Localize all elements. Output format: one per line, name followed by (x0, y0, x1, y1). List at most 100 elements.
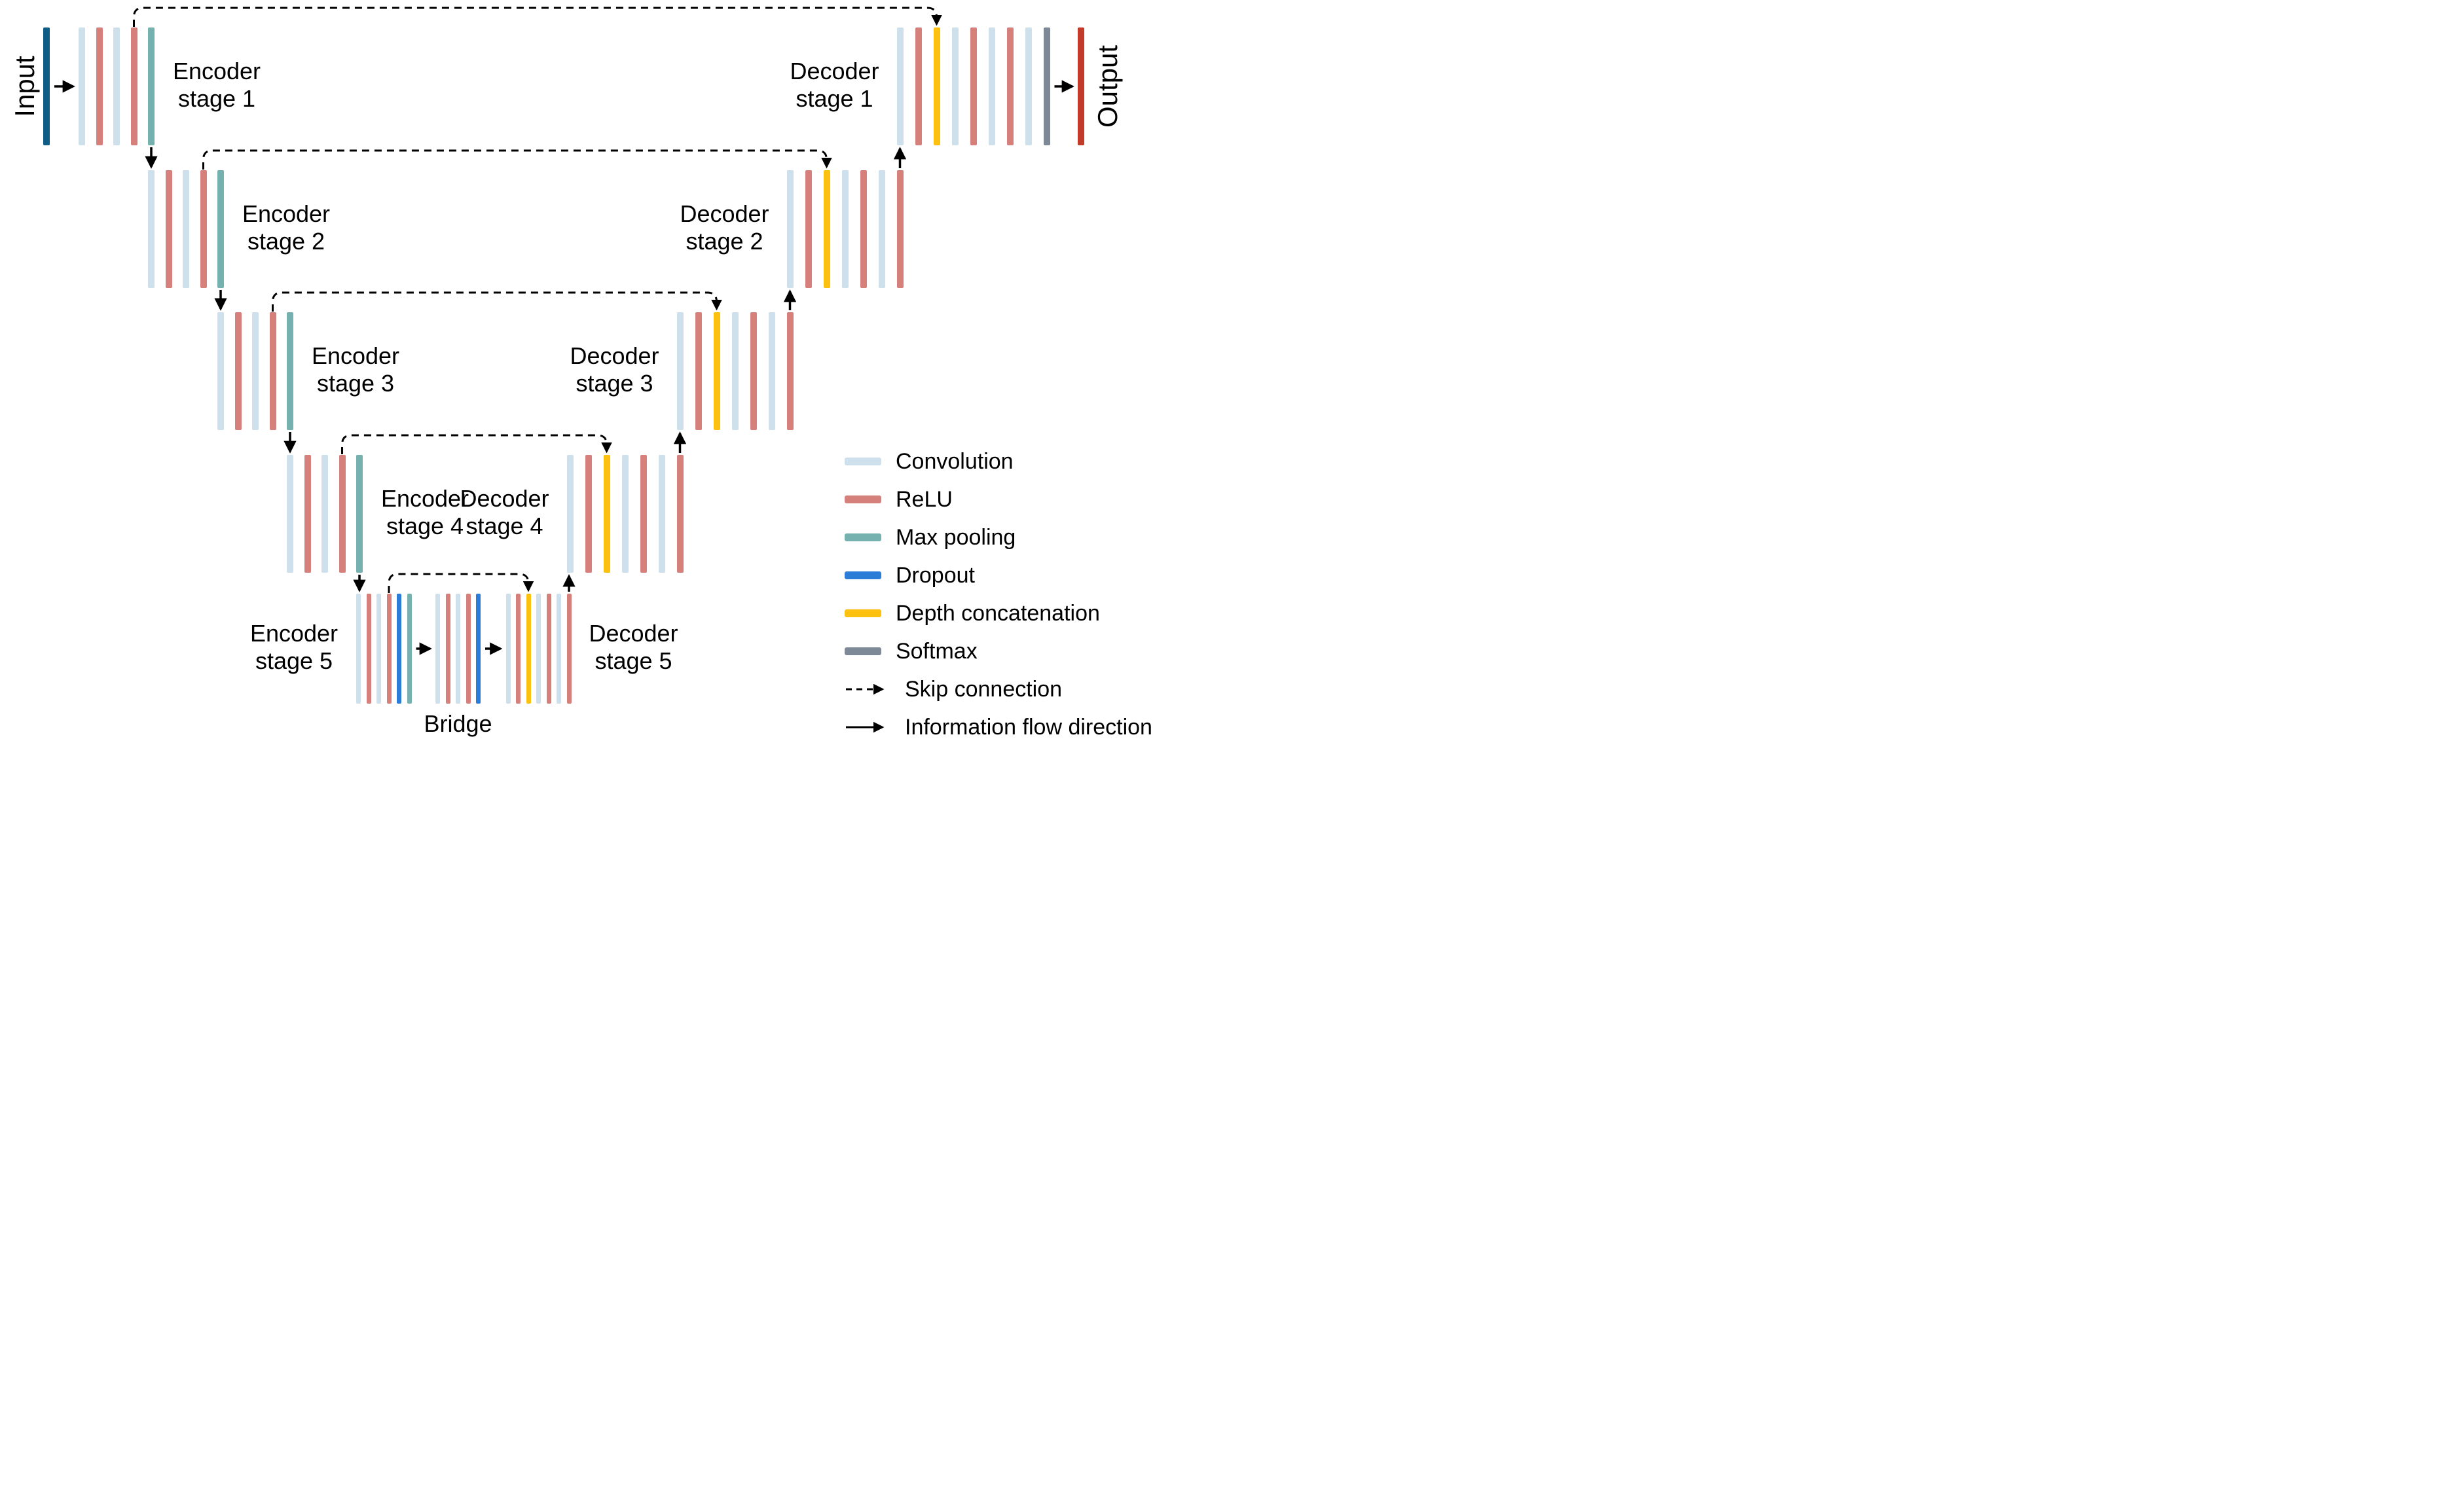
legend-item: Dropout (845, 556, 1152, 594)
layer-bar-convolution (1025, 27, 1032, 145)
encoder-stage-2-label-line: Encoder (242, 200, 331, 227)
layer-bar-convolution (878, 170, 885, 288)
legend-swatch-softmax (845, 647, 881, 655)
layer-bar-max-pooling (148, 27, 155, 145)
layer-bar-relu (1006, 27, 1014, 145)
legend-item: ReLU (845, 480, 1152, 518)
layer-bar-depth-concatenation (823, 170, 830, 288)
layer-bar-convolution (896, 27, 904, 145)
layer-bar-relu (860, 170, 867, 288)
flow-arrow-icon (846, 721, 885, 733)
layer-bar-softmax (1043, 27, 1050, 145)
layer-bar-convolution (113, 27, 120, 145)
layer-bar-convolution (676, 312, 684, 430)
layer-bar-convolution (536, 594, 541, 704)
layer-bar-convolution (658, 455, 665, 573)
encoder-stage-1-label-line: Encoder (172, 58, 261, 84)
encoder-stage-5-label-line: Encoder (249, 620, 339, 647)
legend-swatch-depth-concatenation (845, 609, 881, 617)
legend-swatch-convolution (845, 458, 881, 465)
legend-label: Depth concatenation (896, 600, 1100, 626)
legend-item: Convolution (845, 442, 1152, 480)
output-bar (1078, 27, 1084, 145)
layer-bar-relu (386, 594, 392, 704)
bridge-label: Bridge (347, 710, 570, 738)
decoder-stage-2-label-line: Decoder (680, 200, 769, 227)
layer-bar-convolution (768, 312, 775, 430)
layer-bar-convolution (505, 594, 511, 704)
legend-swatch-max-pooling (845, 533, 881, 541)
layer-bar-convolution (841, 170, 849, 288)
layer-bar-convolution (557, 594, 561, 704)
decoder-stage-4-label-line: Decoder (460, 485, 549, 512)
decoder-stage-2-label-line: stage 2 (686, 228, 763, 255)
layer-bar-max-pooling (356, 455, 363, 573)
layer-bar-relu (130, 27, 137, 145)
layer-bar-convolution (183, 170, 189, 288)
layer-bar-depth-concatenation (603, 455, 610, 573)
layer-bar-relu (445, 594, 450, 704)
layer-bar-depth-concatenation (526, 594, 531, 704)
legend-item: Depth concatenation (845, 594, 1152, 632)
encoder-stage-4-label-line: Encoder (380, 485, 469, 512)
layer-bar-max-pooling (287, 312, 293, 430)
layer-bar-relu (96, 27, 103, 145)
layer-bar-relu (466, 594, 471, 704)
layer-bar-depth-concatenation (933, 27, 940, 145)
layer-bar-convolution (287, 455, 293, 573)
output-label: Output (1092, 45, 1123, 128)
layer-bar-convolution (321, 455, 328, 573)
decoder-stage-4-label-line: stage 4 (466, 513, 543, 540)
legend-item: Softmax (845, 632, 1152, 670)
layer-bar-relu (304, 455, 311, 573)
layer-bar-relu (585, 455, 592, 573)
legend-item: Skip connection (845, 670, 1152, 708)
layer-bar-relu (805, 170, 812, 288)
input-bar (43, 27, 50, 145)
decoder-stage-3-label-line: stage 3 (576, 370, 653, 397)
decoder-stage-3-label-line: Decoder (570, 342, 659, 369)
decoder-stage-1-label-line: Decoder (790, 58, 879, 84)
layer-bar-relu (640, 455, 647, 573)
layer-bar-depth-concatenation (713, 312, 720, 430)
layer-bar-relu (516, 594, 521, 704)
layer-bar-relu (339, 455, 346, 573)
encoder-stage-2-label-line: stage 2 (247, 228, 325, 255)
layer-bar-convolution (252, 312, 259, 430)
layer-bar-relu (165, 170, 172, 288)
layer-bar-convolution (566, 455, 574, 573)
layer-bar-dropout (397, 594, 401, 704)
encoder-stage-3-label-line: stage 3 (316, 370, 395, 397)
legend-label: ReLU (896, 486, 953, 512)
legend-label: Softmax (896, 638, 978, 664)
decoder-stage-5-label-line: stage 5 (595, 647, 672, 675)
layer-bar-convolution (456, 594, 460, 704)
legend-swatch-relu (845, 495, 881, 503)
encoder-stage-4-label-line: stage 4 (386, 513, 464, 540)
layer-bar-relu (566, 594, 572, 704)
encoder-stage-1-label-line: stage 1 (177, 85, 256, 113)
input-label: Input (9, 56, 40, 117)
layer-bar-convolution (951, 27, 959, 145)
legend-label: Max pooling (896, 524, 1016, 550)
layer-bar-convolution (435, 594, 440, 704)
layer-bar-convolution (356, 594, 361, 704)
layer-bar-relu (546, 594, 551, 704)
layer-bar-relu (896, 170, 904, 288)
layer-bar-max-pooling (407, 594, 412, 704)
layer-bar-relu (200, 170, 207, 288)
legend-item: Max pooling (845, 518, 1152, 556)
layer-bar-max-pooling (217, 170, 224, 288)
layer-bar-relu (786, 312, 794, 430)
decoder-stage-5-label-line: Decoder (589, 620, 678, 647)
